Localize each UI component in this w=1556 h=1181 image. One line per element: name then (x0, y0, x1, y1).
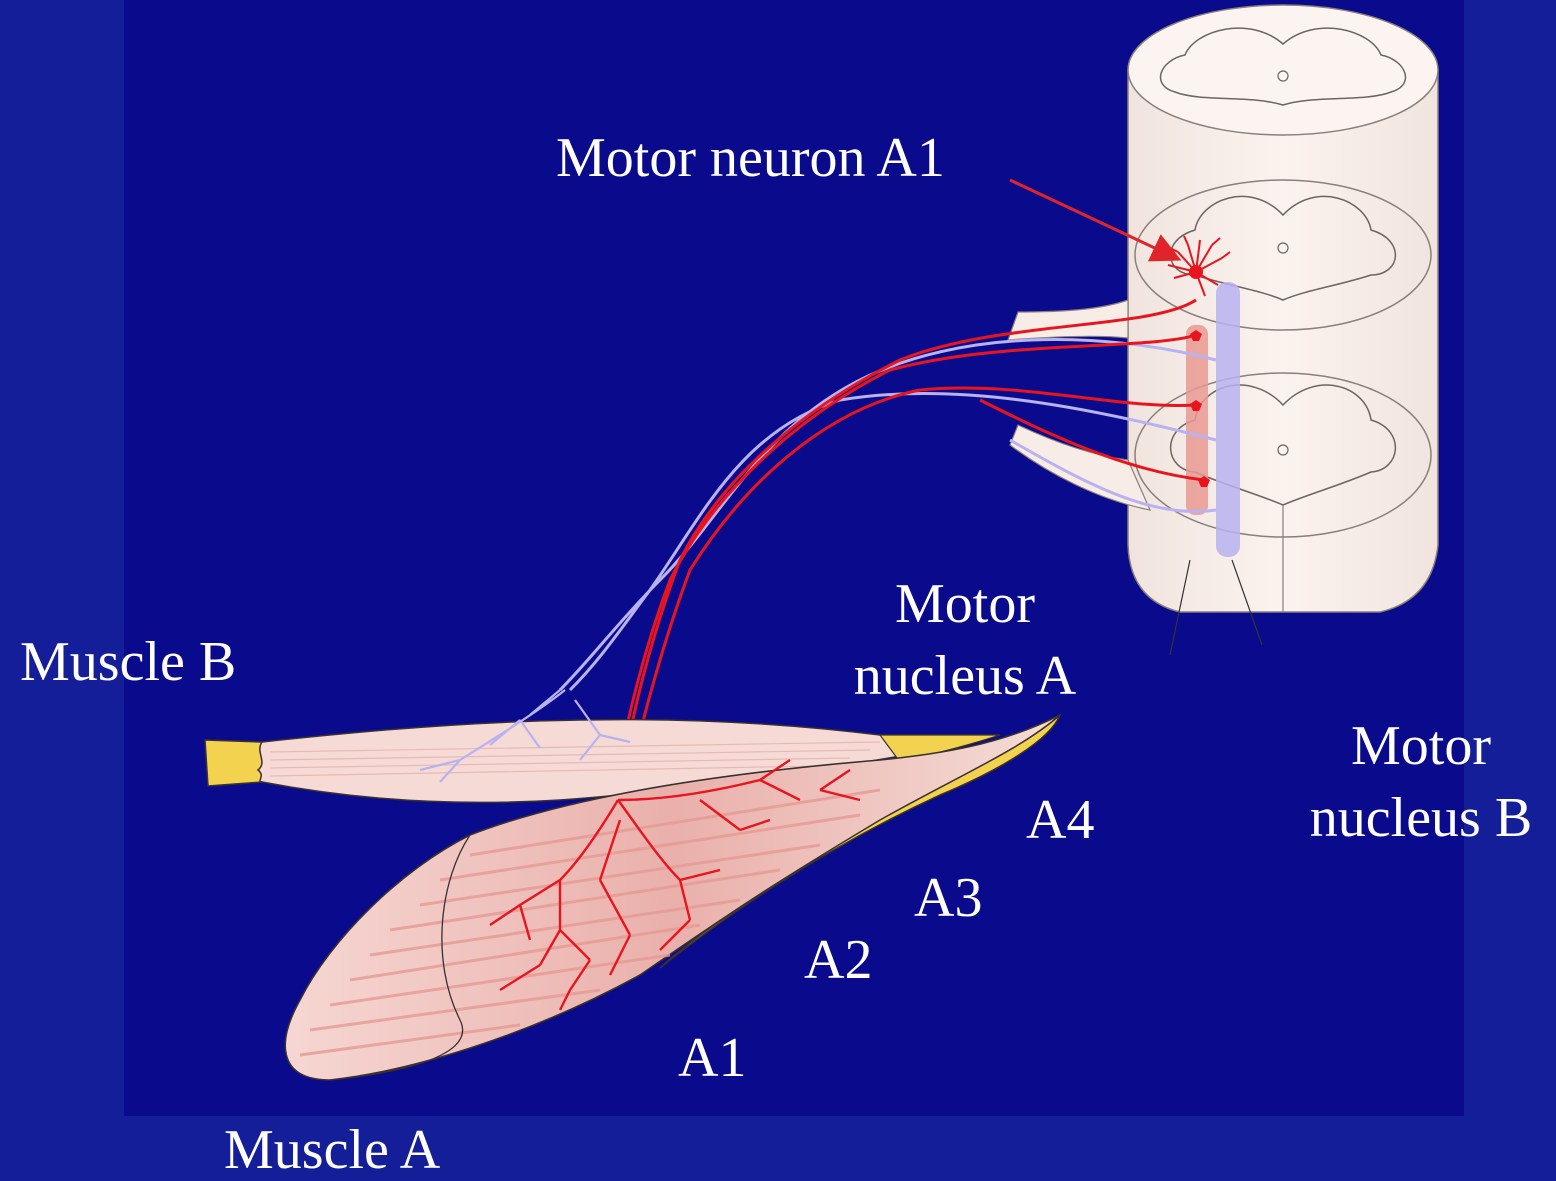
label-unit-a2: A2 (804, 930, 872, 990)
label-motor-nucleus-a-line1: Motor (820, 568, 1110, 640)
motor-nucleus-b-column (1216, 282, 1240, 557)
label-unit-a4: A4 (1026, 790, 1094, 850)
label-motor-neuron-a1: Motor neuron A1 (556, 128, 945, 188)
label-unit-a3: A3 (914, 868, 982, 928)
label-motor-nucleus-b-line1: Motor (1286, 710, 1556, 782)
label-motor-nucleus-a: Motor nucleus A (820, 568, 1110, 712)
label-muscle-b: Muscle B (20, 632, 236, 692)
label-muscle-a: Muscle A (224, 1120, 440, 1180)
label-unit-a1: A1 (678, 1028, 746, 1088)
label-motor-nucleus-b: Motor nucleus B (1286, 710, 1556, 854)
label-motor-nucleus-a-line2: nucleus A (820, 640, 1110, 712)
label-motor-nucleus-b-line2: nucleus B (1286, 782, 1556, 854)
